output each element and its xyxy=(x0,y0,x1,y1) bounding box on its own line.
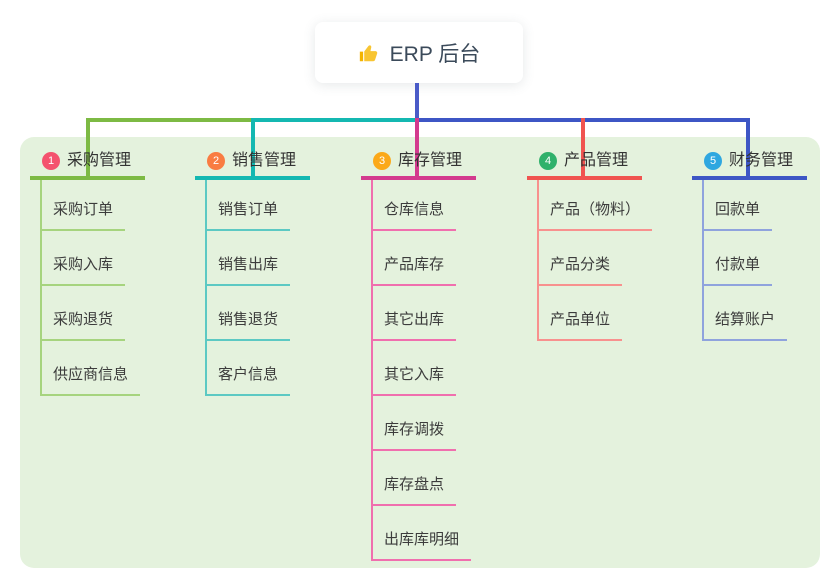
branch-number-badge: 1 xyxy=(42,152,60,170)
root-connector-stem xyxy=(415,83,419,122)
connector-segment-1 xyxy=(86,118,251,122)
branch-title-purchase[interactable]: 1 采购管理 xyxy=(30,149,146,180)
subnode[interactable]: 产品库存 xyxy=(371,255,457,286)
subnode[interactable]: 产品分类 xyxy=(537,255,623,286)
branch-number-badge: 5 xyxy=(704,152,722,170)
subnode[interactable]: 采购退货 xyxy=(40,310,126,341)
connector-drop-1 xyxy=(86,118,90,176)
subnode[interactable]: 销售订单 xyxy=(205,200,291,231)
branch-label: 销售管理 xyxy=(232,152,297,169)
subnode[interactable]: 付款单 xyxy=(702,255,773,286)
branch-title-sales[interactable]: 2 销售管理 xyxy=(195,149,311,180)
thumbs-up-icon xyxy=(359,44,377,61)
root-node[interactable]: ERP 后台 xyxy=(315,22,523,83)
subnode[interactable]: 供应商信息 xyxy=(40,365,141,396)
branch-title-inventory[interactable]: 3 库存管理 xyxy=(361,149,477,180)
subnode[interactable]: 采购入库 xyxy=(40,255,126,286)
subnode[interactable]: 其它出库 xyxy=(371,310,457,341)
branch-number-badge: 4 xyxy=(539,152,557,170)
connector-drop-4 xyxy=(581,118,585,176)
branch-title-finance[interactable]: 5 财务管理 xyxy=(692,149,808,180)
branch-subtree-line xyxy=(702,180,704,341)
subnode[interactable]: 出库库明细 xyxy=(371,530,472,561)
mindmap-card-background xyxy=(20,137,820,568)
branch-subtree-line xyxy=(371,180,373,561)
branch-subtree-line xyxy=(205,180,207,396)
branch-subtree-line xyxy=(537,180,539,341)
connector-segment-2 xyxy=(251,118,419,122)
branch-subtree-line xyxy=(40,180,42,396)
branch-label: 财务管理 xyxy=(729,152,794,169)
branch-label: 产品管理 xyxy=(564,152,629,169)
connector-drop-3 xyxy=(415,118,419,176)
subnode[interactable]: 其它入库 xyxy=(371,365,457,396)
subnode[interactable]: 产品（物料） xyxy=(537,200,653,231)
subnode[interactable]: 采购订单 xyxy=(40,200,126,231)
subnode[interactable]: 销售出库 xyxy=(205,255,291,286)
root-title: ERP 后台 xyxy=(389,42,481,66)
subnode[interactable]: 产品单位 xyxy=(537,310,623,341)
subnode[interactable]: 回款单 xyxy=(702,200,773,231)
branch-label: 库存管理 xyxy=(398,152,463,169)
connector-drop-2 xyxy=(251,118,255,176)
subnode[interactable]: 销售退货 xyxy=(205,310,291,341)
subnode[interactable]: 客户信息 xyxy=(205,365,291,396)
subnode[interactable]: 库存盘点 xyxy=(371,475,457,506)
subnode[interactable]: 库存调拨 xyxy=(371,420,457,451)
branch-number-badge: 3 xyxy=(373,152,391,170)
branch-title-product[interactable]: 4 产品管理 xyxy=(527,149,643,180)
connector-drop-5 xyxy=(746,118,750,176)
branch-number-badge: 2 xyxy=(207,152,225,170)
subnode[interactable]: 结算账户 xyxy=(702,310,788,341)
subnode[interactable]: 仓库信息 xyxy=(371,200,457,231)
branch-label: 采购管理 xyxy=(67,152,132,169)
